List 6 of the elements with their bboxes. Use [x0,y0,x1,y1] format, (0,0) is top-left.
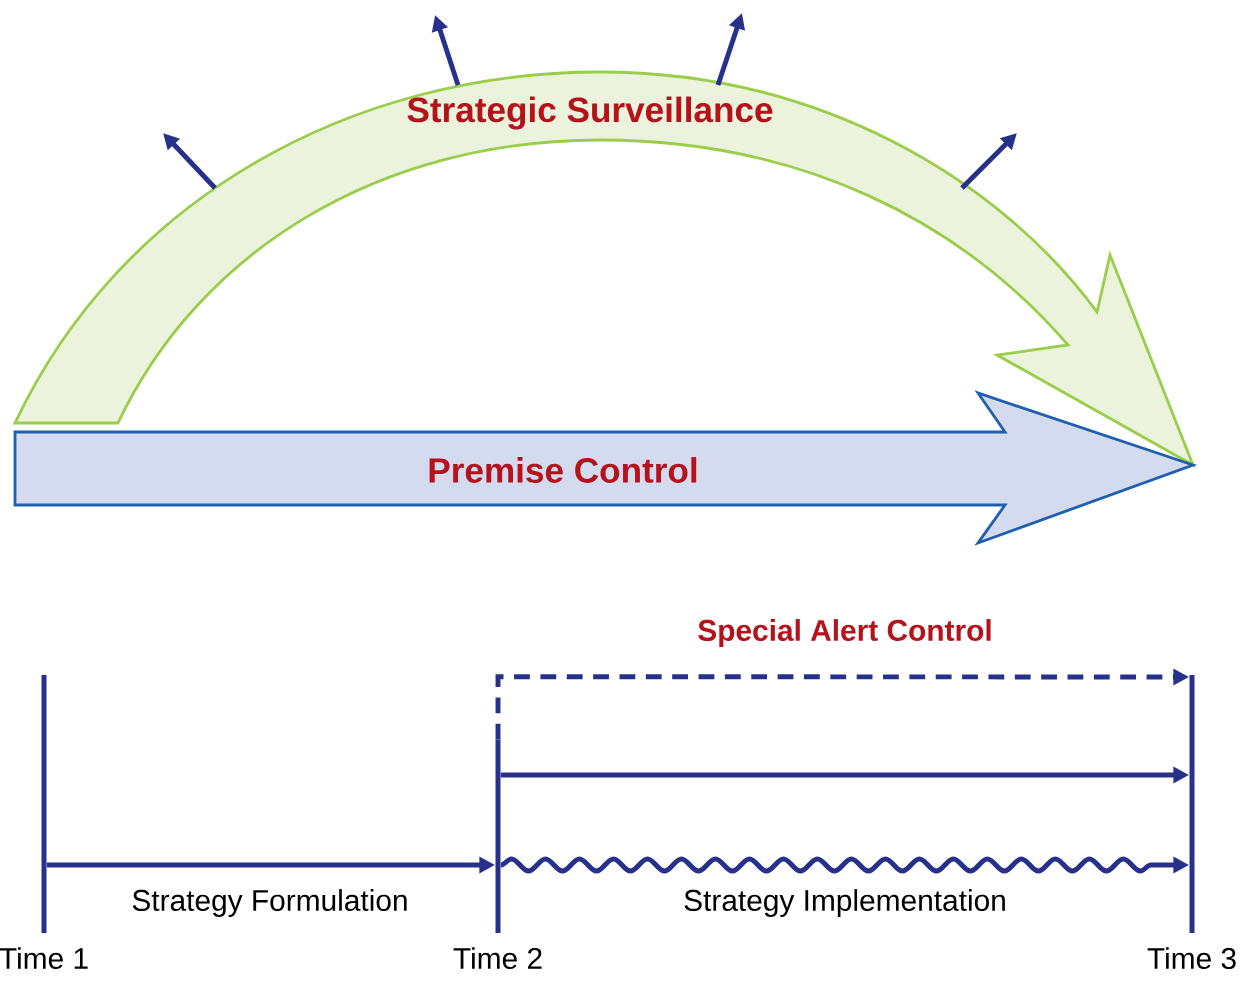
time-label: Time 2 [453,947,542,970]
edge-label: Strategy Formulation [129,887,411,919]
edge-label: Strategy Implementation [681,887,1009,919]
time-label: Time 3 [1147,947,1236,970]
time-label: Time 1 [0,947,88,970]
edge-label: Special Alert Control [695,617,995,649]
